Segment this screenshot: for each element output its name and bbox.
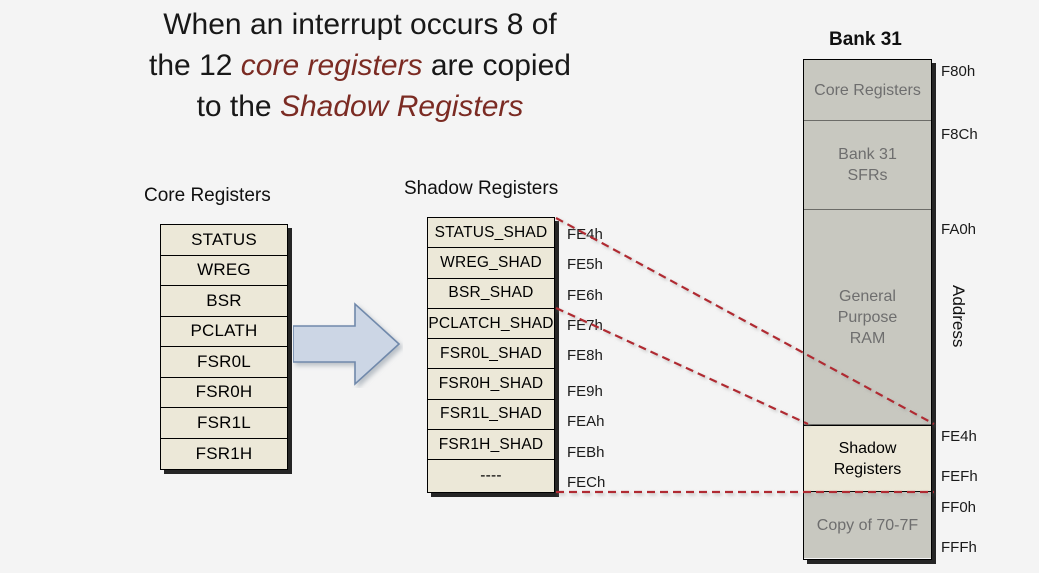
shadow-registers-caption: Shadow Registers — [404, 178, 559, 199]
shadow-address-label: FE6h — [567, 287, 603, 304]
shadow-address-label: FEAh — [567, 413, 605, 430]
shadow-address-label: FE4h — [567, 226, 603, 243]
table-row: FSR1H — [161, 438, 287, 469]
memory-block-core-registers: Core Registers — [804, 60, 931, 121]
title-emphasis-core-registers: core registers — [240, 49, 423, 82]
shadow-address-label: FE7h — [567, 317, 603, 334]
table-row: STATUS — [161, 225, 287, 256]
page-title: When an interrupt occurs 8 of the 12 cor… — [110, 4, 610, 127]
memory-block-general-purpose-ram: General Purpose RAM — [804, 210, 931, 425]
memory-block-shadow-registers: Shadow Registers — [804, 425, 931, 492]
memory-address-label: FEFh — [941, 468, 978, 485]
memory-address-label: F8Ch — [941, 126, 978, 143]
table-row: BSR_SHAD — [428, 278, 554, 309]
shadow-address-label: FEBh — [567, 444, 605, 461]
table-row: FSR0H_SHAD — [428, 369, 554, 400]
shadow-address-label: FE8h — [567, 347, 603, 364]
shadow-registers-table: STATUS_SHAD WREG_SHAD BSR_SHAD PCLATCH_S… — [427, 217, 555, 493]
table-row: BSR — [161, 286, 287, 317]
bank-31-memory-map: Core Registers Bank 31 SFRs General Purp… — [803, 59, 932, 560]
shadow-address-label: FECh — [567, 474, 606, 491]
table-row: STATUS_SHAD — [428, 218, 554, 249]
memory-address-label: FF0h — [941, 499, 977, 516]
table-row: FSR1L_SHAD — [428, 399, 554, 431]
memory-address-label: F80h — [941, 63, 976, 80]
core-registers-table: STATUS WREG BSR PCLATH FSR0L FSR0H FSR1L… — [160, 224, 288, 470]
memory-address-label: FFFh — [941, 539, 977, 556]
title-emphasis-shadow-registers: Shadow Registers — [279, 90, 524, 123]
bank-31-caption: Bank 31 — [829, 29, 902, 50]
table-row: ---- — [428, 460, 554, 491]
memory-address-label: FA0h — [941, 221, 977, 238]
table-row: FSR0L_SHAD — [428, 339, 554, 370]
table-row: FSR0H — [161, 377, 287, 408]
table-row: WREG — [161, 255, 287, 286]
table-row: WREG_SHAD — [428, 248, 554, 279]
core-registers-caption: Core Registers — [144, 185, 271, 206]
table-row: PCLATH — [161, 316, 287, 347]
shadow-address-label: FE5h — [567, 256, 603, 273]
shadow-address-label: FE9h — [567, 383, 603, 400]
title-line-2-prefix: the 12 — [149, 49, 241, 82]
table-row: FSR1H_SHAD — [428, 430, 554, 461]
title-line-3-prefix: to the — [196, 90, 280, 123]
copy-arrow-icon — [293, 302, 401, 386]
table-row: FSR0L — [161, 347, 287, 378]
memory-block-copy-of-70-7f: Copy of 70-7F — [804, 492, 931, 558]
title-line-2-suffix: are copied — [422, 49, 571, 82]
table-row: FSR1L — [161, 408, 287, 439]
memory-address-label: FE4h — [941, 428, 977, 445]
memory-block-bank-31-sfrs: Bank 31 SFRs — [804, 121, 931, 210]
table-row: PCLATCH_SHAD — [428, 308, 554, 340]
title-line-1: When an interrupt occurs 8 of — [163, 8, 557, 41]
address-axis-label: Address — [949, 285, 968, 348]
